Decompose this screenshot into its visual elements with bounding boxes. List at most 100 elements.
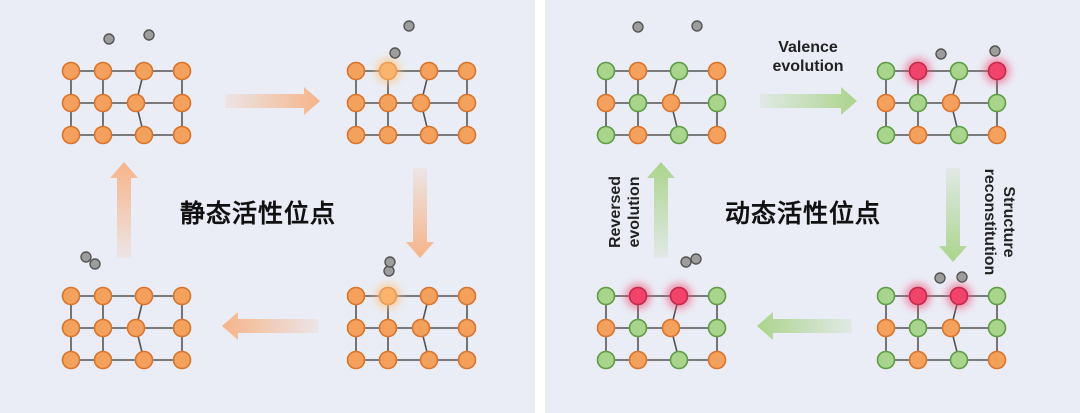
orange-atom bbox=[941, 318, 961, 338]
green-atom bbox=[628, 318, 648, 338]
orange-atom bbox=[346, 350, 366, 370]
orange-atom bbox=[419, 125, 439, 145]
static-sites-title: 静态活性位点 bbox=[179, 199, 337, 228]
orange-atom bbox=[126, 318, 146, 338]
green-atom bbox=[596, 286, 616, 306]
green-atom bbox=[987, 286, 1007, 306]
arrow-static-down-shape bbox=[406, 168, 434, 258]
green-atom bbox=[949, 61, 969, 81]
arrow-static-right-shape bbox=[225, 87, 320, 115]
adsorbed-molecule bbox=[989, 45, 1001, 57]
adsorbed-molecule bbox=[389, 47, 401, 59]
arrow-structure-reconstitution bbox=[939, 168, 967, 262]
valence-label-line1: Valence bbox=[778, 39, 838, 57]
orange-atom bbox=[596, 93, 616, 113]
orange-atom bbox=[172, 318, 192, 338]
red-atom bbox=[908, 61, 928, 81]
orange-atom bbox=[93, 318, 113, 338]
orange-atom bbox=[93, 93, 113, 113]
orange-atom bbox=[941, 93, 961, 113]
orange-atom bbox=[419, 286, 439, 306]
orange-atom bbox=[346, 125, 366, 145]
orange-atom bbox=[61, 350, 81, 370]
gas-molecule bbox=[691, 20, 703, 32]
orange-atom bbox=[126, 93, 146, 113]
orange-atom bbox=[134, 350, 154, 370]
green-atom bbox=[669, 61, 689, 81]
adsorption-glow bbox=[375, 58, 401, 84]
orange-atom bbox=[419, 61, 439, 81]
orange-atom bbox=[378, 93, 398, 113]
orange-atom bbox=[346, 286, 366, 306]
green-atom bbox=[987, 318, 1007, 338]
adsorption-glow bbox=[375, 283, 401, 309]
green-atom bbox=[707, 93, 727, 113]
orange-atom bbox=[457, 318, 477, 338]
valence-evolution-label: Valence evolution bbox=[772, 39, 843, 77]
orange-atom bbox=[457, 350, 477, 370]
green-atom bbox=[949, 350, 969, 370]
orange-atom bbox=[93, 61, 113, 81]
desorbed-molecule bbox=[80, 251, 92, 263]
adsorbed-molecule bbox=[384, 256, 396, 268]
orange-atom bbox=[134, 125, 154, 145]
green-atom bbox=[908, 318, 928, 338]
orange-atom bbox=[596, 318, 616, 338]
green-atom bbox=[596, 350, 616, 370]
orange-atom bbox=[411, 318, 431, 338]
orange-atom bbox=[93, 286, 113, 306]
orange-atom bbox=[346, 318, 366, 338]
reversed-evolution-label: Reversed evolution bbox=[607, 176, 645, 248]
orange-atom bbox=[378, 350, 398, 370]
gas-molecule bbox=[403, 20, 415, 32]
arrow-static-up bbox=[110, 162, 138, 258]
green-atom bbox=[707, 286, 727, 306]
orange-atom bbox=[628, 350, 648, 370]
red-atom bbox=[628, 286, 648, 306]
orange-atom bbox=[61, 125, 81, 145]
orange-atom bbox=[707, 350, 727, 370]
orange-atom bbox=[457, 125, 477, 145]
arrow-dynamic-left bbox=[757, 312, 852, 340]
reversed-label-line2: evolution bbox=[626, 176, 643, 248]
orange-atom bbox=[134, 286, 154, 306]
structure-reconstitution-label: Structure reconstitution bbox=[979, 169, 1017, 276]
adsorbed-molecule bbox=[956, 271, 968, 283]
green-atom bbox=[876, 61, 896, 81]
orange-atom bbox=[172, 350, 192, 370]
orange-atom bbox=[661, 318, 681, 338]
arrow-static-down bbox=[406, 168, 434, 258]
green-atom bbox=[876, 286, 896, 306]
orange-atom bbox=[93, 125, 113, 145]
desorbed-molecule bbox=[680, 256, 692, 268]
orange-atom bbox=[172, 286, 192, 306]
arrow-structure-reconstitution-shape bbox=[939, 168, 967, 262]
arrow-reversed-evolution-shape bbox=[647, 162, 675, 258]
orange-atom bbox=[172, 125, 192, 145]
orange-atom bbox=[987, 350, 1007, 370]
green-atom bbox=[628, 93, 648, 113]
green-atom bbox=[876, 350, 896, 370]
orange-atom bbox=[93, 350, 113, 370]
orange-atom bbox=[419, 350, 439, 370]
green-atom bbox=[707, 318, 727, 338]
orange-atom bbox=[707, 61, 727, 81]
green-atom bbox=[987, 93, 1007, 113]
orange-atom bbox=[411, 93, 431, 113]
arrow-valence-evolution-shape bbox=[760, 87, 857, 115]
green-atom bbox=[949, 125, 969, 145]
orange-atom bbox=[61, 61, 81, 81]
red-atom bbox=[908, 286, 928, 306]
orange-atom bbox=[876, 318, 896, 338]
reversed-label-line1: Reversed bbox=[607, 175, 625, 249]
arrow-dynamic-left-shape bbox=[757, 312, 852, 340]
orange-atom bbox=[628, 125, 648, 145]
structure-label-line1: Structure bbox=[999, 186, 1017, 258]
orange-atom bbox=[378, 125, 398, 145]
orange-atom bbox=[378, 318, 398, 338]
green-atom bbox=[669, 350, 689, 370]
orange-atom bbox=[876, 93, 896, 113]
gas-molecule bbox=[143, 29, 155, 41]
arrow-reversed-evolution bbox=[647, 162, 675, 258]
